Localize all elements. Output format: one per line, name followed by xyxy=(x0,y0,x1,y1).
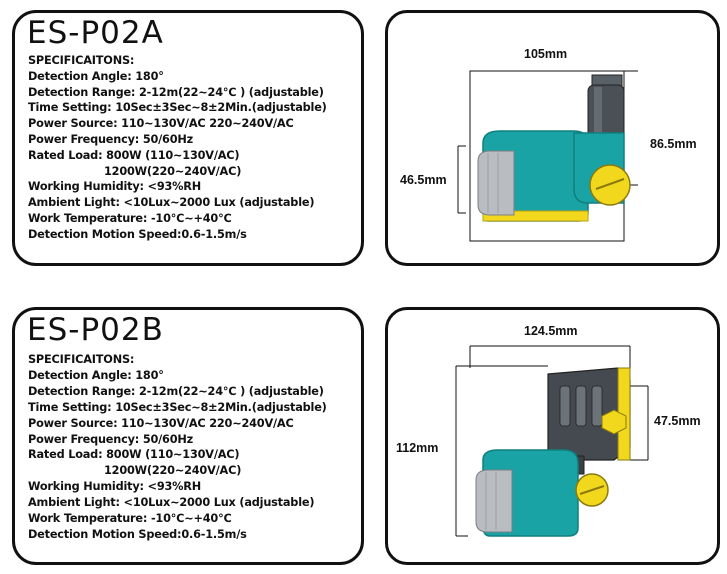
spec-work-temperature: Work Temperature: -10℃~+40℃ xyxy=(28,211,232,225)
spec-time-setting: Time Setting: 10Sec±3Sec~8±2Min.(adjusta… xyxy=(28,400,327,414)
spec-motion-speed: Detection Motion Speed:0.6-1.5m/s xyxy=(28,227,247,241)
dimension-width-label: 124.5mm xyxy=(524,324,578,338)
dimension-height-label: 86.5mm xyxy=(650,137,697,151)
spec-card-es-p02b: ES-P02B SPECIFICAITONS: Detection Angle:… xyxy=(12,307,364,565)
spec-working-humidity: Working Humidity: <93%RH xyxy=(28,180,202,194)
model-title: ES-P02A xyxy=(27,15,164,51)
spec-detection-range: Detection Range: 2-12m(22~24℃ ) (adjusta… xyxy=(28,384,324,398)
spec-detection-range: Detection Range: 2-12m(22~24℃ ) (adjusta… xyxy=(28,85,324,99)
spec-ambient-light: Ambient Light: <10Lux~2000 Lux (adjustab… xyxy=(28,196,315,210)
spec-motion-speed: Detection Motion Speed:0.6-1.5m/s xyxy=(28,527,247,541)
spec-work-temperature: Work Temperature: -10℃~+40℃ xyxy=(28,512,232,526)
dimension-depth-label: 47.5mm xyxy=(654,414,701,428)
spec-ambient-light: Ambient Light: <10Lux~2000 Lux (adjustab… xyxy=(28,496,315,510)
spec-rated-load: Rated Load: 800W (110~130V/AC) xyxy=(28,148,240,162)
product-drawing-es-p02a: 105mm 86.5mm 46.5mm xyxy=(385,10,720,266)
spec-rated-load-alt: 1200W(220~240V/AC) xyxy=(104,464,242,478)
spec-rated-load: Rated Load: 800W (110~130V/AC) xyxy=(28,448,240,462)
spec-card-es-p02a: ES-P02A SPECIFICAITONS: Detection Angle:… xyxy=(12,10,364,266)
spec-heading: SPECIFICAITONS: xyxy=(28,353,135,366)
spec-time-setting: Time Setting: 10Sec±3Sec~8±2Min.(adjusta… xyxy=(28,101,327,115)
spec-heading: SPECIFICAITONS: xyxy=(28,54,135,67)
model-title: ES-P02B xyxy=(27,312,164,348)
spec-power-source: Power Source: 110~130V/AC 220~240V/AC xyxy=(28,117,294,131)
spec-working-humidity: Working Humidity: <93%RH xyxy=(28,480,202,494)
spec-power-frequency: Power Frequency: 50/60Hz xyxy=(28,432,194,446)
spec-list: SPECIFICAITONS: Detection Angle: 180° De… xyxy=(28,53,360,243)
sensor-illustration xyxy=(457,70,638,242)
sensor-illustration xyxy=(455,345,649,537)
spec-power-source: Power Source: 110~130V/AC 220~240V/AC xyxy=(28,416,294,430)
spec-power-frequency: Power Frequency: 50/60Hz xyxy=(28,132,194,146)
spec-detection-angle: Detection Angle: 180° xyxy=(28,69,164,83)
dimension-height-label: 112mm xyxy=(396,441,439,455)
spec-detection-angle: Detection Angle: 180° xyxy=(28,368,164,382)
spec-rated-load-alt: 1200W(220~240V/AC) xyxy=(104,164,242,178)
dimension-width-label: 105mm xyxy=(524,47,568,61)
spec-list: SPECIFICAITONS: Detection Angle: 180° De… xyxy=(28,352,360,543)
dimension-depth-label: 46.5mm xyxy=(400,173,447,187)
product-drawing-es-p02b: 124.5mm 112mm 47.5mm xyxy=(385,307,720,565)
